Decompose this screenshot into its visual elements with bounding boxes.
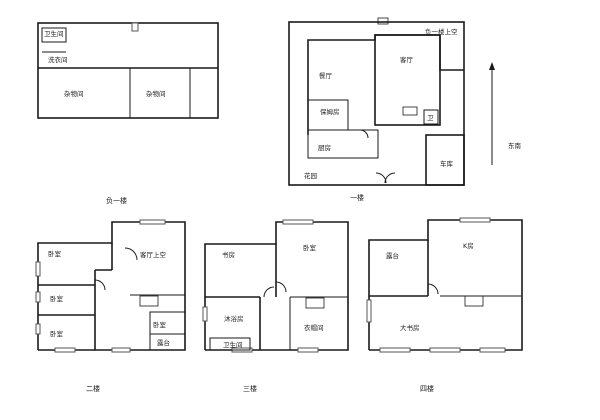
third-window-left <box>202 306 208 322</box>
second-door-swing-2 <box>94 279 106 291</box>
fourth-loft-label: K房 <box>463 241 474 250</box>
first-living-label: 客厅 <box>400 55 414 64</box>
second-window-bottom-1 <box>54 347 76 353</box>
second-door-swing-1 <box>124 247 138 261</box>
first-kitchen <box>307 129 379 159</box>
basement-storage-room-2 <box>129 67 191 119</box>
second-window-bottom-2 <box>111 347 131 353</box>
fourth-window-bottom-1 <box>379 347 411 353</box>
second-balcony-label: 露台 <box>157 338 170 347</box>
third-bathroom-big-label: 沐浴房 <box>224 314 244 323</box>
first-nanny-label: 保姆房 <box>320 107 340 116</box>
third-bedroom-label: 卧室 <box>303 243 317 252</box>
first-living-room <box>374 34 441 126</box>
second-living-upper-label: 客厅上空 <box>140 250 167 259</box>
third-window-bottom-2 <box>297 347 319 353</box>
first-kitchen-label: 厨房 <box>318 143 331 152</box>
basement-bathroom-label: 卫生间 <box>44 29 64 38</box>
first-dining-label: 餐厅 <box>319 71 333 80</box>
first-outer-boundary <box>288 21 465 186</box>
second-window-top <box>139 219 166 225</box>
first-wc-label: 卫 <box>427 114 434 122</box>
third-window-top <box>282 219 314 225</box>
first-kitchen-door <box>359 129 369 139</box>
first-upper-neg1-label: 负一楼上空 <box>425 27 458 36</box>
direction-arrow-head <box>489 62 495 70</box>
second-bedroom3-label: 卧室 <box>50 329 64 338</box>
second-window-left-3 <box>35 323 41 335</box>
basement-bathroom <box>41 27 67 43</box>
first-entry-stair <box>377 17 389 25</box>
first-garage <box>425 134 465 186</box>
fourth-staircase <box>464 295 484 307</box>
fourth-big-study-label: 大书房 <box>400 323 420 332</box>
third-door-swing-1 <box>263 286 275 298</box>
second-floor-plan: 卧室 客厅上空 卧室 卧室 卧室 露台 二楼 <box>35 219 186 393</box>
basement-storage1-label: 杂物间 <box>64 89 84 98</box>
direction-label: 东南 <box>508 141 522 150</box>
fourth-window-bottom-3 <box>479 347 506 353</box>
fourth-window-top <box>459 217 491 223</box>
third-staircase <box>305 297 325 309</box>
second-floor-label: 二楼 <box>86 384 100 393</box>
second-window-left-2 <box>35 291 41 303</box>
fourth-terrace-label: 露台 <box>386 251 399 260</box>
third-outer-wall <box>204 221 349 351</box>
first-staircase <box>402 106 418 116</box>
second-bedroom4-label: 卧室 <box>153 320 167 329</box>
basement-storage2-label: 杂物间 <box>146 89 166 98</box>
third-closet-label: 衣帽间 <box>304 323 324 332</box>
basement-window <box>131 22 139 32</box>
fourth-door-swing <box>427 283 439 295</box>
basement-plan: 卫生间 洗衣间 杂物间 杂物间 负一楼 <box>37 22 219 205</box>
second-bedroom1-label: 卧室 <box>48 249 62 258</box>
third-floor-label: 三楼 <box>243 384 257 393</box>
second-bedroom2-label: 卧室 <box>50 294 64 303</box>
third-toilet-label: 卫生间 <box>223 340 243 349</box>
first-wc <box>423 109 439 125</box>
basement-floor-label: 负一楼 <box>106 196 127 205</box>
second-balcony <box>149 333 186 351</box>
basement-laundry-label: 洗衣间 <box>48 55 68 64</box>
basement-outer-wall <box>37 22 219 119</box>
first-garden-label: 花园 <box>304 171 317 180</box>
third-toilet <box>209 337 251 351</box>
second-staircase <box>139 295 159 307</box>
first-entry-door-swing-2 <box>384 172 396 184</box>
fourth-window-left <box>366 299 372 323</box>
fourth-floor-plan: 露台 K房 大书房 四楼 <box>366 217 523 393</box>
first-floor-plan: 负一楼上空 餐厅 客厅 保姆房 卫 厨房 花园 车库 一楼 东南 <box>288 17 522 202</box>
fourth-floor-label: 四楼 <box>420 384 434 393</box>
second-window-left-1 <box>35 261 41 277</box>
first-floor-label: 一楼 <box>350 193 364 202</box>
first-entry-door-swing <box>375 172 387 184</box>
third-floor-plan: 书房 卧室 沐浴房 衣帽间 卫生间 三楼 <box>202 219 349 393</box>
first-garage-label: 车库 <box>440 159 454 168</box>
third-study-label: 书房 <box>222 250 235 259</box>
fourth-window-bottom-2 <box>429 347 461 353</box>
fourth-outer-wall <box>368 219 523 351</box>
basement-storage-room-1 <box>37 67 131 119</box>
third-door-swing-2 <box>275 281 287 293</box>
